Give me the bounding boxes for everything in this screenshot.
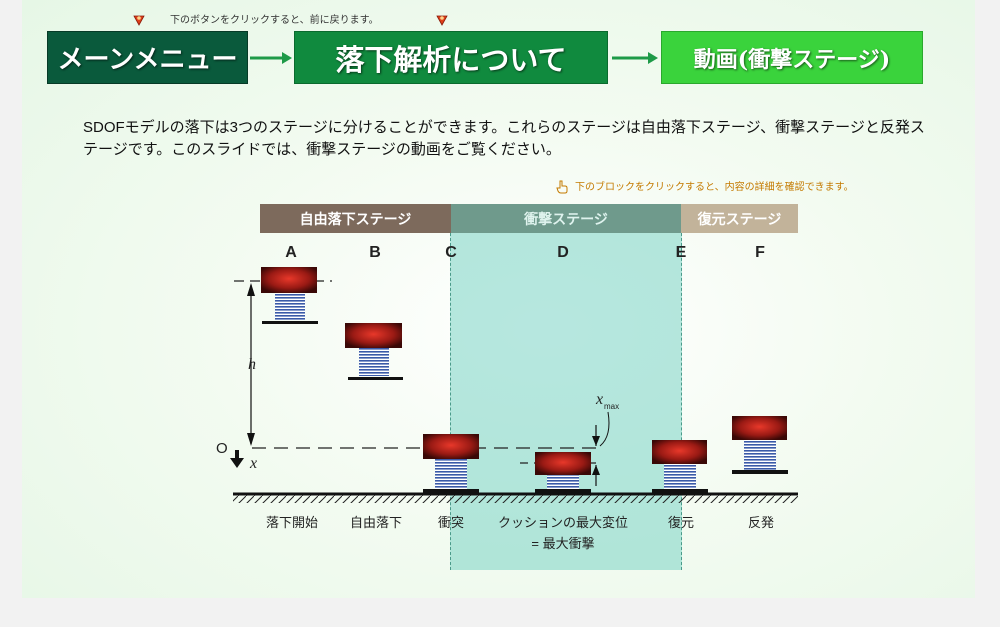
mass-block-f xyxy=(732,416,787,440)
spring-c xyxy=(435,459,467,489)
ground-hatch xyxy=(233,495,798,503)
impact-stage-zone xyxy=(450,233,682,570)
h-label: h xyxy=(248,356,256,373)
stage-impact[interactable]: 衝撃ステージ xyxy=(451,204,681,233)
spring-e xyxy=(664,464,696,489)
position-letter-e: E xyxy=(675,244,687,261)
mass-block-d xyxy=(535,452,591,475)
spring-d xyxy=(547,475,579,489)
position-letter-d: D xyxy=(557,244,569,261)
caption-drop-start: 落下開始 xyxy=(265,515,318,530)
base-plate-b xyxy=(348,377,403,380)
base-plate-f xyxy=(732,470,788,474)
caption-free-fall: 自由落下 xyxy=(349,515,402,530)
nav-hint: 下のボタンをクリックすると、前に戻ります。 xyxy=(170,15,379,26)
mass-block-e xyxy=(652,440,707,464)
arrow-right-icon xyxy=(612,52,658,64)
base-plate-d xyxy=(535,489,591,493)
mass-block-a xyxy=(261,267,317,293)
caption-max-impact: = 最大衝撃 xyxy=(531,536,595,551)
mass-block-c xyxy=(423,434,479,459)
pin-icon xyxy=(133,15,145,26)
block-hint: 下のブロックをクリックすると、内容の詳細を確認できます。 xyxy=(575,182,854,193)
x-label: x xyxy=(249,455,257,472)
position-letter-f: F xyxy=(755,244,765,261)
mass-block-b xyxy=(345,323,402,348)
caption-collision: 衝突 xyxy=(437,515,464,530)
arrow-right-icon xyxy=(250,52,292,64)
base-plate-e xyxy=(652,489,708,493)
xmax-label: x xyxy=(595,391,603,408)
base-plate-a xyxy=(262,321,318,324)
position-letter-c: C xyxy=(445,244,457,261)
spring-b xyxy=(359,348,389,376)
position-letter-b: B xyxy=(369,244,381,261)
video-impact-stage-title: 動画(衝撃ステージ) xyxy=(661,31,923,84)
stage-free-fall[interactable]: 自由落下ステージ xyxy=(260,204,451,233)
position-letter-a: A xyxy=(285,244,297,261)
spring-a xyxy=(275,293,305,320)
main-menu-button[interactable]: メーンメニュー xyxy=(47,31,248,84)
xmax-subscript: max xyxy=(604,402,619,411)
caption-rebound: 反発 xyxy=(747,515,774,530)
hand-pointer-icon xyxy=(556,180,568,194)
drop-stages-diagram: h O x x max xyxy=(216,267,798,503)
stage-recovery[interactable]: 復元ステージ xyxy=(681,204,798,233)
caption-max-displacement: クッションの最大変位 xyxy=(497,515,628,530)
base-plate-c xyxy=(423,489,479,493)
about-drop-analysis-button[interactable]: 落下解析について xyxy=(294,31,608,84)
caption-recovery: 復元 xyxy=(667,515,694,530)
intro-text: SDOFモデルの落下は3つのステージに分けることができます。これらのステージは自… xyxy=(83,119,925,158)
x-axis-arrow xyxy=(235,450,239,460)
origin-label: O xyxy=(216,440,228,457)
slide: 下のボタンをクリックすると、前に戻ります。 メーンメニュー 落下解析について 動… xyxy=(22,0,975,598)
pin-icon xyxy=(436,15,448,26)
spring-f xyxy=(744,440,776,470)
